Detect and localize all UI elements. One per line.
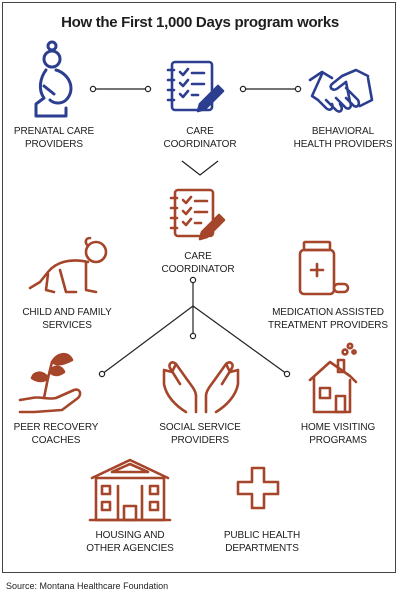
pregnant-woman-icon	[34, 40, 73, 118]
connector-home	[192, 305, 288, 375]
source-note: Source: Montana Healthcare Foundation	[6, 581, 169, 591]
open-hands-icon	[162, 361, 240, 414]
label-care-coordinator-center: CARE COORDINATOR	[161, 251, 235, 275]
hand-sprout-icon	[18, 352, 82, 414]
label-public-health-departments: PUBLIC HEALTH DEPARTMENTS	[223, 530, 301, 554]
label-care-coordinator-top: CARE COORDINATOR	[163, 126, 237, 150]
building-icon	[88, 458, 172, 522]
plus-cross-icon	[236, 466, 280, 510]
label-peer-recovery-coaches: PEER RECOVERY COACHES	[13, 422, 99, 446]
house-icon	[308, 342, 358, 414]
label-behavioral-health-providers: BEHAVIORAL HEALTH PROVIDERS	[293, 126, 393, 150]
label-social-service-providers: SOCIAL SERVICE PROVIDERS	[159, 422, 241, 446]
label-prenatal-care-providers: PRENATAL CARE PROVIDERS	[13, 126, 95, 150]
label-housing-and-other-agencies: HOUSING AND OTHER AGENCIES	[86, 530, 174, 554]
label-child-and-family-services: CHILD AND FAMILY SERVICES	[22, 307, 112, 331]
handshake-icon	[308, 68, 374, 113]
connector-peer	[101, 305, 194, 375]
chevron-down-icon	[181, 160, 219, 176]
clipboard-checklist-icon	[169, 188, 226, 241]
crawling-baby-icon	[28, 236, 108, 294]
clipboard-checklist-icon	[166, 60, 225, 113]
diagram-title: How the First 1,000 Days program works	[61, 14, 339, 31]
label-medication-assisted-treatment: MEDICATION ASSISTED TREATMENT PROVIDERS	[268, 307, 388, 331]
diagram-frame	[2, 2, 396, 573]
connectors	[93, 88, 298, 375]
label-home-visiting-programs: HOME VISITING PROGRAMS	[300, 422, 376, 446]
medicine-bottle-icon	[298, 240, 350, 296]
